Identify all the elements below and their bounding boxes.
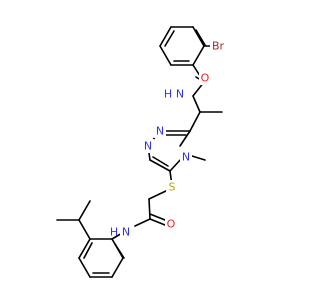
bond	[192, 95, 201, 113]
bond	[159, 26, 172, 47]
bond	[114, 243, 125, 259]
triazole-nitrogen-2-label: N	[144, 140, 152, 153]
triazole-nitrogen-4-label: N	[182, 151, 190, 164]
carbonyl-oxygen-top-label: O	[201, 72, 210, 85]
bond	[78, 219, 91, 240]
bond	[159, 45, 172, 66]
bond	[191, 155, 206, 161]
carbonyl-oxygen-bottom-label: O	[167, 218, 176, 231]
triazole-nitrogen-1-label: N	[156, 125, 164, 138]
bond	[192, 26, 205, 47]
bond	[192, 45, 205, 66]
bond	[78, 200, 91, 221]
bond	[149, 218, 166, 226]
isopropylphenyl-ring	[78, 238, 125, 278]
atom-labels: Br O N H N N N S O N H	[110, 39, 226, 239]
bond	[78, 238, 91, 259]
bond	[149, 213, 166, 221]
bond	[189, 111, 201, 132]
bond	[148, 189, 169, 200]
amide-nitrogen-top-label: N	[176, 88, 184, 101]
bond	[111, 257, 124, 278]
bond	[195, 29, 206, 46]
thioether-sulfur-label: S	[169, 181, 176, 194]
molecule-diagram: Br O N H N N N S O N H	[56, 26, 226, 278]
amide-nitrogen-bottom-label: N	[122, 226, 130, 239]
bromine-label: Br	[212, 40, 225, 53]
bond	[78, 257, 91, 278]
bond	[134, 218, 151, 227]
amide-hydrogen-bottom-label: H	[110, 226, 118, 239]
amide-hydrogen-top-label: H	[164, 88, 172, 101]
structure-svg: Br O N H N N N S O N H	[56, 26, 226, 278]
bromobenzene-ring	[159, 26, 206, 66]
bond	[83, 242, 93, 259]
bond	[179, 130, 191, 147]
bond	[149, 159, 171, 172]
bond	[148, 198, 151, 220]
bond	[164, 30, 175, 47]
bond	[152, 156, 169, 167]
